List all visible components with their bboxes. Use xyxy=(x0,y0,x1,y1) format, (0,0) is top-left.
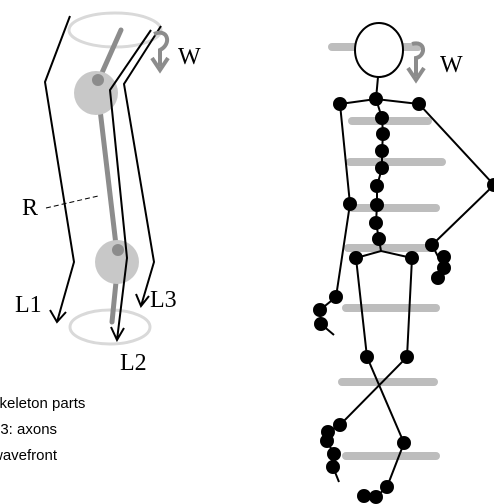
joint-dot xyxy=(369,216,383,230)
axon-l3-arrowhead xyxy=(135,293,150,308)
legend: skeleton parts L3: axons wavefront xyxy=(0,395,85,464)
joint-dot xyxy=(370,198,384,212)
bottom-ring xyxy=(68,308,152,346)
legend-line-skeleton: skeleton parts xyxy=(0,395,85,412)
joint-dot xyxy=(370,179,384,193)
joint-dot xyxy=(313,303,327,317)
joint-dot xyxy=(329,290,343,304)
joint-dot xyxy=(376,127,390,141)
l3-label: L3 xyxy=(150,287,177,313)
w-label-right: W xyxy=(440,52,463,78)
head xyxy=(354,22,404,78)
joint-dot xyxy=(357,489,371,503)
joint-dot xyxy=(326,460,340,474)
upper-joint xyxy=(74,71,118,115)
lower-joint-core xyxy=(112,244,124,256)
w-label-left: W xyxy=(178,44,201,70)
lower-joint xyxy=(95,240,139,284)
axon-l2 xyxy=(108,29,152,341)
w-arrow-right-head xyxy=(406,66,426,84)
joint-dot xyxy=(349,251,363,265)
joint-dot xyxy=(425,238,439,252)
joint-dot xyxy=(360,350,374,364)
joint-dot xyxy=(397,436,411,450)
legend-line-wavefront: wavefront xyxy=(0,447,58,464)
wavefront-bars xyxy=(328,43,446,460)
upper-joint-core xyxy=(92,74,104,86)
joint-dot xyxy=(327,447,341,461)
joint-dot xyxy=(380,480,394,494)
joint-dot xyxy=(375,144,389,158)
l1-label: L1 xyxy=(15,292,42,318)
spine xyxy=(374,98,385,252)
axon-l3 xyxy=(122,25,162,307)
w-arrow-right xyxy=(411,41,425,76)
joint-dot xyxy=(412,97,426,111)
w-arrow-left xyxy=(153,30,170,66)
right-panel: W xyxy=(313,22,494,504)
left-leg xyxy=(355,257,406,499)
joint-dot xyxy=(333,97,347,111)
joint-dot xyxy=(343,197,357,211)
joint-dot xyxy=(369,490,383,504)
joint-dot xyxy=(369,92,383,106)
r-label: R xyxy=(22,195,38,221)
joint-dot xyxy=(437,250,451,264)
r-pointer xyxy=(45,195,99,209)
joint-dot xyxy=(314,317,328,331)
axon-l2-arrowhead xyxy=(110,326,125,343)
axon-l1-arrowhead xyxy=(49,309,67,324)
joint-dot xyxy=(320,434,334,448)
joint-dot xyxy=(375,161,389,175)
joint-dot xyxy=(431,271,445,285)
joint-dot xyxy=(333,418,347,432)
joint-dot xyxy=(372,232,386,246)
pelvis xyxy=(355,249,413,259)
joint-dot xyxy=(487,178,494,192)
joint-dot xyxy=(405,251,419,265)
axon-l1 xyxy=(43,15,76,323)
joint-dot xyxy=(400,350,414,364)
left-panel: W R L1 L2 L3 xyxy=(15,11,201,376)
w-arrow-left-head xyxy=(150,56,170,74)
joint-dot xyxy=(375,111,389,125)
stick-skeleton xyxy=(318,76,494,499)
legend-line-axons: L3: axons xyxy=(0,421,57,438)
l2-label: L2 xyxy=(120,350,147,376)
stick-joints xyxy=(313,92,494,504)
